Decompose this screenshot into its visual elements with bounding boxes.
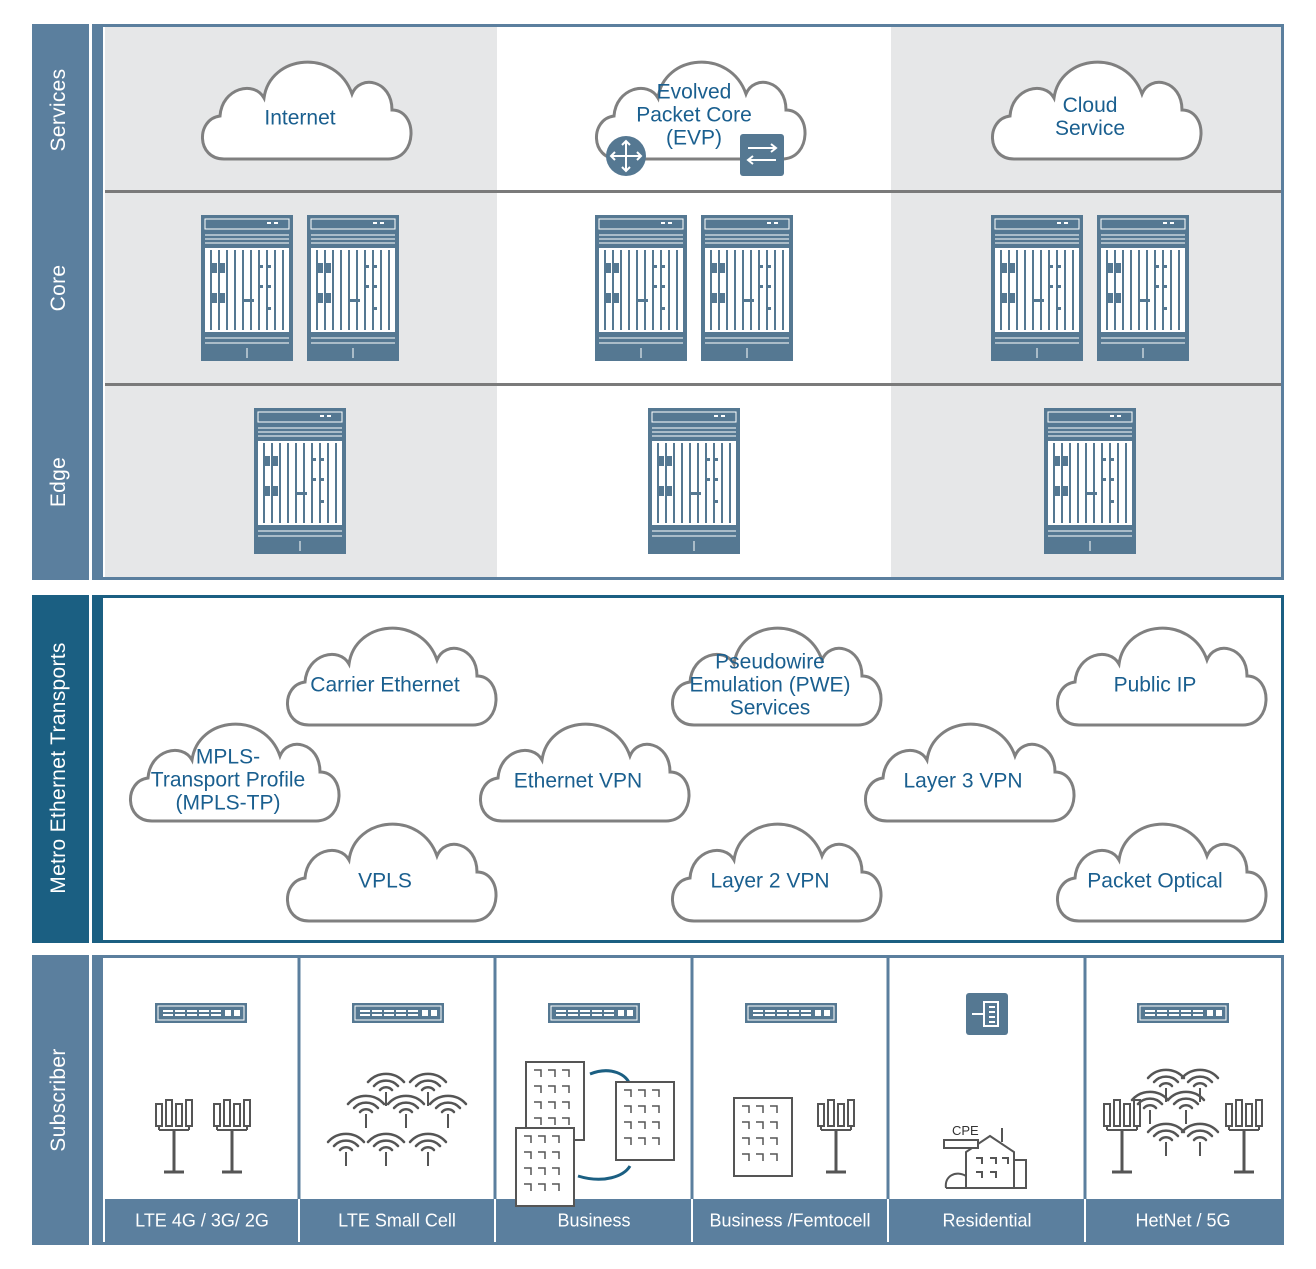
access-switch bbox=[744, 1002, 838, 1024]
hetnet-label: HetNet / 5G bbox=[1135, 1210, 1231, 1231]
packet-optical-label: Packet Optical bbox=[1087, 869, 1223, 893]
femtocell-label: Business /Femtocell bbox=[709, 1210, 871, 1231]
cloud-service-label: Cloud Service bbox=[1055, 94, 1125, 140]
pwe-line2: Emulation (PWE) bbox=[689, 673, 851, 697]
pwe-line1: Pseudowire bbox=[715, 650, 825, 674]
edge-router bbox=[253, 407, 347, 555]
core-router bbox=[594, 214, 688, 362]
core-router bbox=[306, 214, 400, 362]
mpls-line2: Transport Profile bbox=[150, 768, 306, 792]
router-icon bbox=[606, 136, 646, 176]
layer3-vpn-label: Layer 3 VPN bbox=[903, 769, 1023, 793]
sidebar-divider bbox=[89, 955, 92, 1245]
core-router bbox=[200, 214, 294, 362]
evp-line3: (EVP) bbox=[665, 126, 722, 150]
cell-tower-icon bbox=[154, 1098, 194, 1174]
mpls-tp-label: MPLS- Transport Profile (MPLS-TP) bbox=[151, 746, 305, 815]
edge-router bbox=[647, 407, 741, 555]
small-cell-label: LTE Small Cell bbox=[338, 1210, 456, 1231]
business-buildings bbox=[515, 1061, 675, 1207]
cpe-label: CPE bbox=[952, 1123, 979, 1138]
metro-section bbox=[32, 595, 1284, 943]
cell-tower-icon bbox=[1224, 1098, 1264, 1174]
access-switch bbox=[351, 1002, 445, 1024]
internet-label: Internet bbox=[264, 106, 336, 130]
residential-label: Residential bbox=[942, 1210, 1032, 1231]
ethernet-vpn-label: Ethernet VPN bbox=[513, 769, 643, 793]
core-router bbox=[1096, 214, 1190, 362]
cell-tower-icon bbox=[1102, 1098, 1142, 1174]
core-router bbox=[700, 214, 794, 362]
hetnet-small-cells bbox=[1130, 1068, 1220, 1158]
evp-line2: Packet Core bbox=[636, 103, 752, 127]
sidebar-divider bbox=[89, 595, 92, 943]
cloud-service-line2: Service bbox=[1054, 117, 1126, 140]
cell-tower-icon bbox=[212, 1098, 252, 1174]
pwe-label: Pseudowire Emulation (PWE) Services bbox=[689, 651, 850, 720]
subscriber-column-dividers bbox=[297, 958, 1087, 1242]
metro-sidebar bbox=[32, 595, 103, 943]
public-ip-label: Public IP bbox=[1113, 673, 1197, 697]
label-bar-dividers bbox=[298, 1199, 1086, 1242]
core-router bbox=[990, 214, 1084, 362]
vpls-label: VPLS bbox=[358, 869, 412, 893]
subscriber-section bbox=[32, 955, 1284, 1245]
carrier-ethernet-label: Carrier Ethernet bbox=[310, 673, 460, 697]
pwe-line3: Services bbox=[729, 696, 811, 720]
cpe-device-icon bbox=[966, 993, 1008, 1035]
small-cell-antennas bbox=[326, 1072, 468, 1168]
evp-label: Evolved Packet Core (EVP) bbox=[636, 81, 752, 150]
sidebar-divider bbox=[89, 24, 92, 580]
access-switch bbox=[1136, 1002, 1230, 1024]
switch-icon bbox=[740, 134, 784, 176]
top-sidebar bbox=[32, 24, 103, 580]
cloud-service-line1: Cloud bbox=[1062, 94, 1118, 117]
cell-tower-icon bbox=[816, 1098, 856, 1174]
mpls-line1: MPLS- bbox=[195, 745, 261, 769]
office-building bbox=[733, 1097, 793, 1177]
access-switch bbox=[154, 1002, 248, 1024]
layer2-vpn-label: Layer 2 VPN bbox=[710, 869, 830, 893]
top-section bbox=[32, 24, 1284, 580]
subscriber-sidebar bbox=[32, 955, 103, 1245]
mpls-line3: (MPLS-TP) bbox=[175, 791, 281, 815]
edge-router bbox=[1043, 407, 1137, 555]
lte-label: LTE 4G / 3G/ 2G bbox=[135, 1210, 269, 1231]
row-divider-2 bbox=[105, 383, 1281, 386]
house-icon bbox=[943, 1128, 1027, 1189]
access-switch bbox=[547, 1002, 641, 1024]
row-divider-1 bbox=[105, 190, 1281, 193]
evp-line1: Evolved bbox=[656, 80, 732, 104]
business-label: Business bbox=[557, 1210, 631, 1231]
